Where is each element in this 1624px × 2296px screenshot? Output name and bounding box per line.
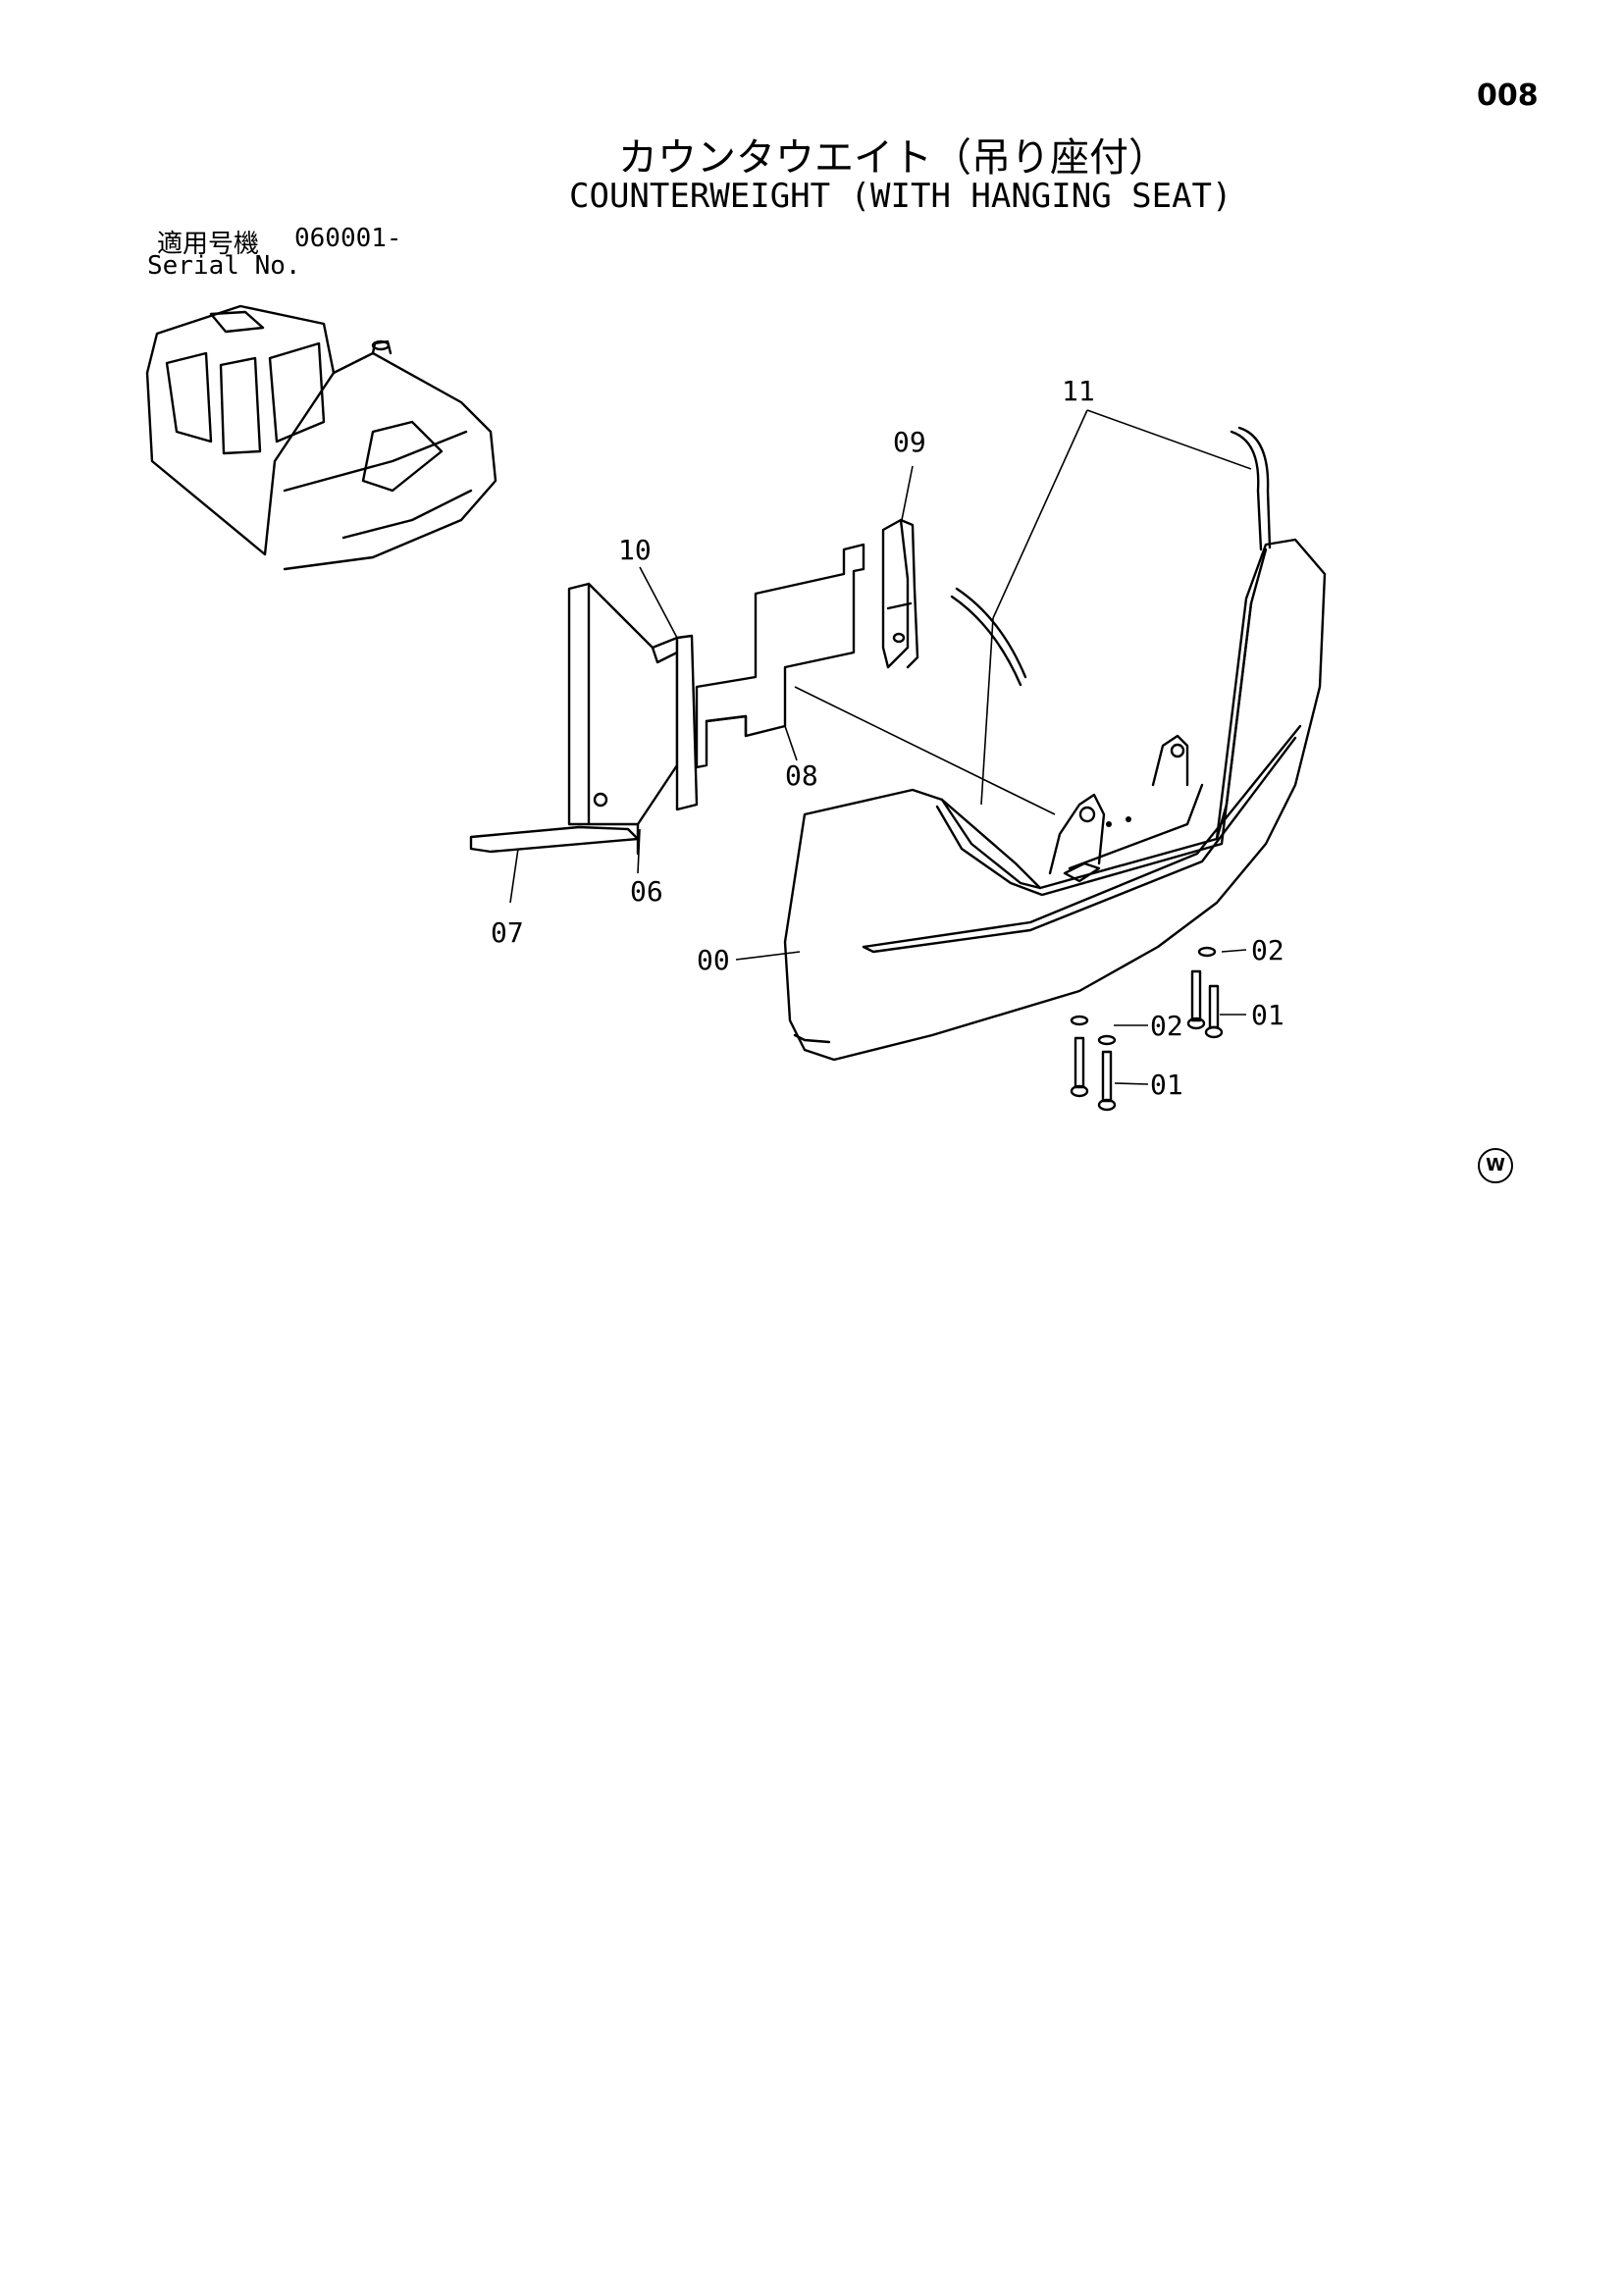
excavator-thumbnail [145,304,498,571]
callout-11: 11 [1062,375,1095,407]
callout-01-lower: 01 [1150,1069,1183,1101]
counterweight-body [783,538,1327,1062]
callout-02-upper: 02 [1251,934,1284,966]
serial-number: 060001- [294,224,402,253]
callout-06: 06 [630,875,663,908]
callout-00: 00 [697,944,730,976]
title-english: COUNTERWEIGHT (WITH HANGING SEAT) [569,177,1232,216]
callout-02-lower: 02 [1150,1010,1183,1042]
page-number: 008 [1477,78,1539,113]
callout-10: 10 [618,534,652,566]
title-japanese: カウンタウエイト（吊り座付） [618,135,1168,181]
callout-01-upper: 01 [1251,999,1284,1031]
block-part [881,518,919,669]
side-plate [567,582,699,856]
bolt-group [1070,946,1224,1112]
serial-label-english: Serial No. [147,251,301,281]
center-plate [695,543,865,769]
callout-09: 09 [893,426,926,458]
leader-lines [509,409,1252,1085]
bar-part [469,825,640,854]
seal-strip [950,426,1272,687]
callout-08: 08 [785,759,818,792]
callout-07: 07 [491,916,524,949]
serial-label-japanese: 適用号機 [157,230,260,259]
mark-symbol: W [1478,1148,1513,1183]
